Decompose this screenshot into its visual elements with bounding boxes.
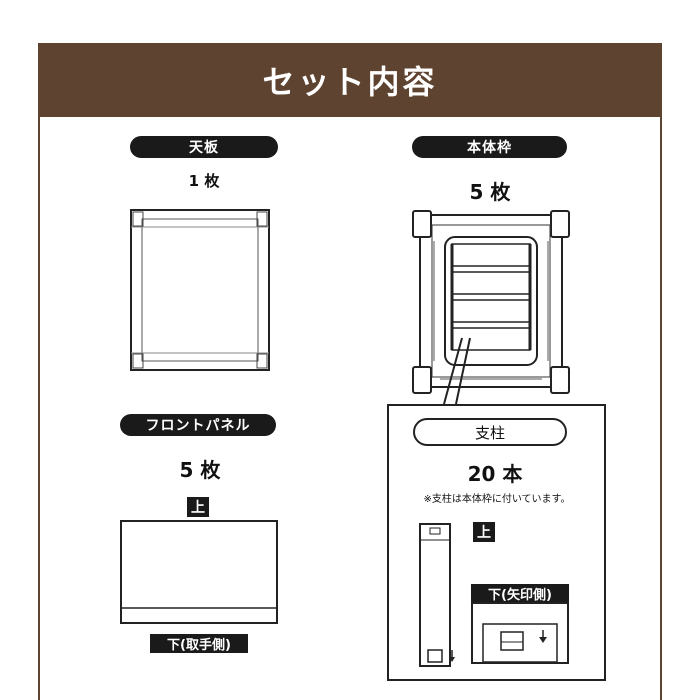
frame-label: 本体枠 (412, 136, 567, 158)
frame-illustration (412, 210, 570, 394)
frame-count: 5 枚 (469, 180, 511, 204)
post-detail-illustration (471, 602, 569, 664)
post-bottom-mark: 下(矢印側) (471, 584, 569, 603)
front-panel-illustration (120, 520, 278, 624)
post-note: ※支柱は本体枠に付いています。 (423, 494, 571, 505)
callout-pointer (443, 337, 471, 405)
front-panel-count: 5 枚 (179, 458, 221, 482)
top-panel-label: 天板 (130, 136, 278, 158)
post-illustration (419, 523, 455, 667)
post-top-mark: 上 (473, 522, 495, 542)
post-label: 支柱 (413, 418, 567, 446)
front-panel-bottom-mark: 下(取手側) (150, 634, 248, 653)
front-panel-top-mark: 上 (187, 497, 209, 517)
top-panel-count: 1 枚 (188, 172, 220, 190)
top-panel-illustration (130, 209, 270, 371)
post-count: 20 本 (467, 462, 523, 486)
page-title: セット内容 (38, 43, 662, 117)
front-panel-label: フロントパネル (120, 414, 276, 436)
